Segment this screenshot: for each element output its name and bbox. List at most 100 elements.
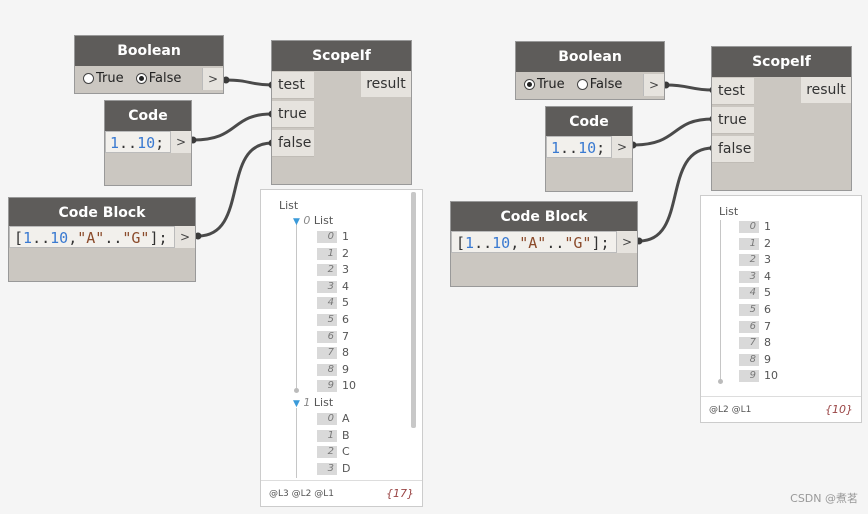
code-block-node[interactable]: Code Block [1..10,"A".."G"]; > [450,201,638,287]
code-token: 1 [23,229,33,247]
code-token: 10 [50,229,69,247]
boolean-node[interactable]: Boolean True False > [74,35,224,94]
result-output-port[interactable]: result [361,71,411,97]
code-block-node[interactable]: Code Block 1..10; > [545,106,633,192]
test-input-port[interactable]: test [272,72,314,99]
item-index: 2 [317,446,337,459]
item-index: 4 [739,287,759,300]
true-radio[interactable]: True [83,71,124,86]
wire-codeblock-to-true[interactable] [192,112,273,142]
item-index: 8 [739,353,759,366]
code-token: [ [14,229,24,247]
code-editor[interactable]: 1..10; [546,136,613,158]
node-title: Code Block [105,101,191,154]
level-indicators[interactable]: @L3 @L2 @L1 [269,489,334,499]
true-radio[interactable]: True [524,77,565,92]
node-title: Boolean [516,42,664,72]
output-port[interactable]: > [643,74,664,96]
code-editor[interactable]: 1..10; [105,131,172,153]
output-port[interactable]: > [611,136,632,158]
wire-codeblock2-to-false[interactable] [638,146,714,243]
false-input-port[interactable]: false [712,136,754,163]
item-value: 3 [764,253,771,267]
item-value: 8 [342,346,349,360]
test-input-port[interactable]: test [712,78,754,105]
sublist-header[interactable]: ▼ 0 List [293,214,334,227]
item-value: 2 [764,236,771,250]
code-token: "A" [77,229,105,247]
item-index: 9 [317,380,337,393]
scopeif-node[interactable]: ScopeIf test true false result [711,46,852,191]
code-token: , [510,234,520,252]
item-index: 6 [739,320,759,333]
wire-boolean-to-test[interactable] [225,78,273,87]
output-port[interactable]: > [174,226,195,248]
item-index: 0 [317,231,337,243]
output-port[interactable]: > [202,68,223,90]
item-value: A [342,412,350,425]
collapse-triangle-icon[interactable]: ▼ [293,399,300,409]
item-index: 3 [317,280,337,293]
wire-codeblock-to-true[interactable] [632,117,714,147]
collapse-triangle-icon[interactable]: ▼ [293,217,300,227]
false-label: False [589,77,623,92]
item-index: 0 [317,413,337,425]
code-token: 1 [465,234,475,252]
code-token: ; [596,139,606,157]
node-title: Code Block [546,107,632,160]
true-input-port[interactable]: true [712,107,754,134]
output-port[interactable]: > [170,131,191,153]
code-editor[interactable]: [1..10,"A".."G"]; [451,231,617,253]
level-indicators[interactable]: @L2 @L1 [709,405,752,415]
code-editor[interactable]: [1..10,"A".."G"]; [9,226,175,248]
item-value: C [342,445,350,459]
list-root-label: List [719,205,739,218]
item-index: 1 [317,247,337,260]
radio-checked-icon [524,79,535,90]
code-token: .. [560,139,579,157]
item-index: 0 [739,221,759,233]
false-radio[interactable]: False [576,77,623,92]
boolean-node[interactable]: Boolean True False > [515,41,665,100]
item-index: 4 [317,297,337,310]
radio-checked-icon [135,73,147,84]
wire-codeblock2-to-false[interactable] [197,141,273,238]
result-output-port[interactable]: result [801,77,851,103]
scrollbar[interactable] [411,192,416,428]
item-index: 1 [739,237,759,250]
node-title: Boolean [75,36,223,66]
scopeif-node[interactable]: ScopeIf test true false result [271,40,412,185]
code-block-node[interactable]: Code Block [1..10,"A".."G"]; > [8,197,196,282]
code-token: ]; [149,229,168,247]
output-port[interactable]: > [616,231,637,253]
false-label: False [148,71,182,86]
true-input-port[interactable]: true [272,101,314,128]
sublist-header[interactable]: ▼ 1 List [293,396,334,409]
code-block-node[interactable]: Code Block 1..10; > [104,100,192,186]
item-value: 5 [764,286,771,300]
false-radio[interactable]: False [135,71,182,86]
wire-boolean-to-test[interactable] [665,83,714,92]
item-value: B [342,428,350,442]
item-value: 9 [342,362,349,376]
item-index: 5 [317,314,337,326]
code-token: .. [546,234,565,252]
false-input-port[interactable]: false [272,130,314,157]
item-value: 5 [342,296,349,310]
item-value: 10 [764,369,778,383]
